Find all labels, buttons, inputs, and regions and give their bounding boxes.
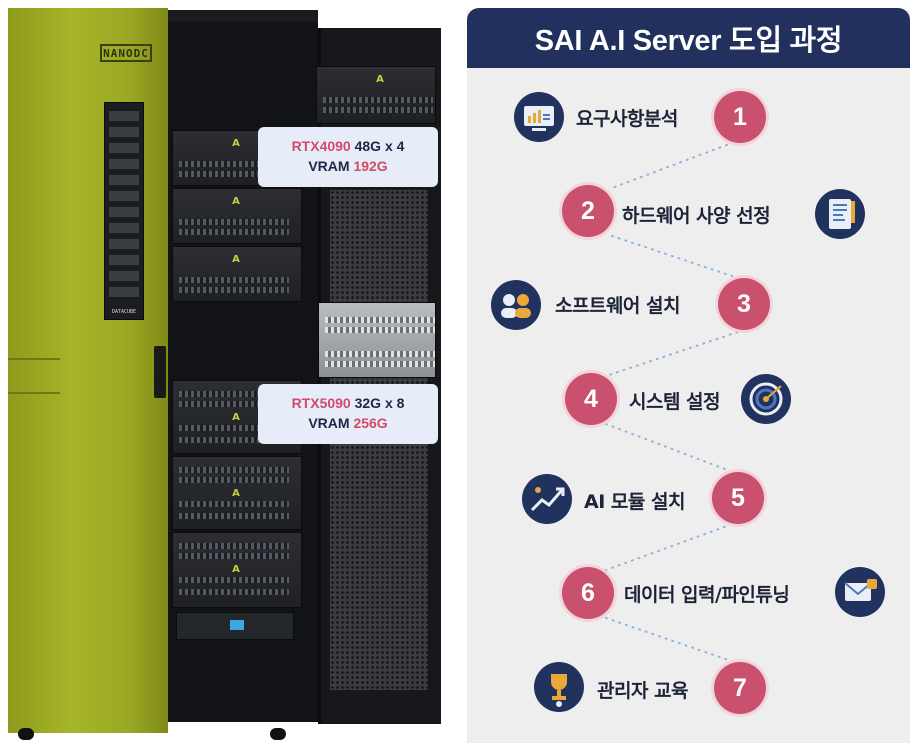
step-label-6: 데이터 입력/파인튜닝	[624, 584, 790, 606]
rack-seam	[8, 358, 60, 360]
rack-cabinet	[8, 8, 168, 733]
rack-door-handle	[154, 346, 166, 398]
rack-seam	[8, 392, 60, 394]
target-icon	[741, 374, 791, 424]
rack-caster	[270, 728, 286, 740]
step-label-1: 요구사항분석	[576, 108, 678, 130]
server-unit: A	[172, 188, 302, 244]
server-unit: A	[172, 532, 302, 608]
step-label-5: AI 모듈 설치	[584, 491, 685, 513]
gpu-spec-card-top: RTX4090 48G x 4 VRAM 192G	[258, 127, 438, 187]
growth-chart-icon	[522, 474, 572, 524]
gpu-spec: 48G x 4	[350, 138, 405, 154]
rack-control-panel: DATACUBE	[104, 102, 144, 320]
server-rack-image: NANODC DATACUBE A A A A A A A	[8, 8, 441, 740]
step-number-1: 1	[714, 91, 766, 143]
server-unit: A	[172, 456, 302, 530]
vram-label: VRAM	[308, 415, 354, 431]
step-label-2: 하드웨어 사양 선정	[622, 205, 771, 227]
vram-label: VRAM	[308, 158, 354, 174]
rack-caster	[18, 728, 34, 740]
gpu-model: RTX4090	[291, 138, 351, 154]
server-unit: A	[172, 246, 302, 302]
trophy-admin-icon	[534, 662, 584, 712]
rack-top-rail	[168, 10, 318, 24]
step-number-4: 4	[565, 373, 617, 425]
vram-value: 192G	[353, 158, 388, 174]
server-unit	[318, 302, 436, 378]
rack-panel-label: DATACUBE	[111, 309, 137, 315]
gpu-model: RTX5090	[291, 395, 351, 411]
data-email-icon	[835, 567, 885, 617]
gpu-spec-card-bottom: RTX5090 32G x 8 VRAM 256G	[258, 384, 438, 444]
step-number-2: 2	[562, 185, 614, 237]
step-number-6: 6	[562, 567, 614, 619]
process-title: SAI A.I Server 도입 과정	[467, 8, 910, 68]
step-number-7: 7	[714, 662, 766, 714]
team-software-icon	[491, 280, 541, 330]
ups-display	[230, 620, 244, 630]
rack-brand-logo: NANODC	[100, 44, 152, 62]
analytics-dashboard-icon	[514, 92, 564, 142]
vram-value: 256G	[353, 415, 388, 431]
step-number-3: 3	[718, 278, 770, 330]
gpu-spec: 32G x 8	[350, 395, 405, 411]
server-unit: A	[316, 66, 436, 124]
step-label-7: 관리자 교육	[597, 680, 689, 702]
step-label-3: 소프트웨어 설치	[555, 295, 680, 317]
step-label-4: 시스템 설정	[629, 391, 721, 413]
step-number-5: 5	[712, 472, 764, 524]
spec-document-icon	[815, 189, 865, 239]
